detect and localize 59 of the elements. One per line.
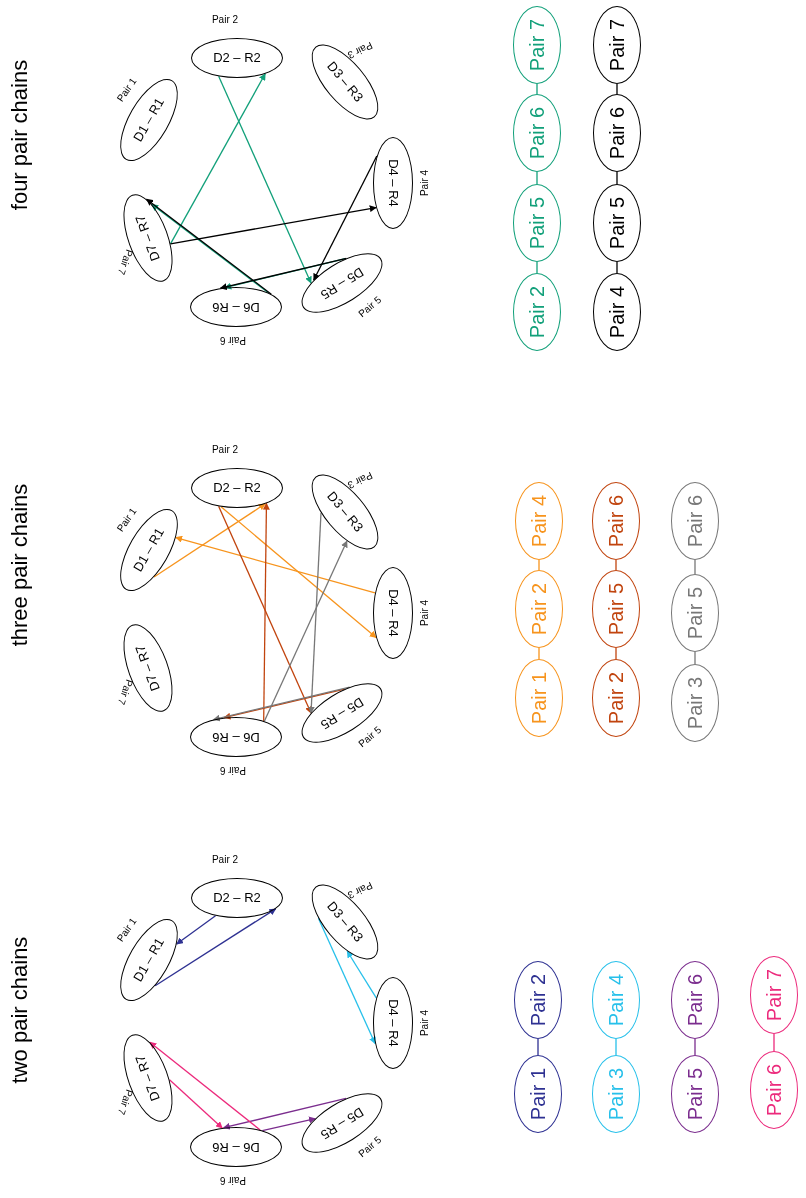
connector-line [615,1038,617,1056]
connector-line [536,83,538,95]
pair-label: Pair 4 [420,1009,430,1037]
pair-label: Pair 3 [346,879,374,901]
connector-line [538,559,540,571]
pair-label: Pair 6 [219,335,247,345]
connector-line [537,1038,539,1056]
arrow [149,1041,261,1131]
arrow [175,535,376,594]
panel-title: three pair chains [9,483,31,647]
connector-line [536,171,538,185]
arrow [261,1116,316,1132]
pair-label: Pair 1 [115,76,139,104]
arrow [262,502,270,722]
pair-label: Pair 3 [346,39,374,61]
pair-label: Pair 4 [420,599,430,627]
connector-line [615,559,617,571]
connector-line [694,1038,696,1056]
connector-line [616,83,618,95]
arrow [223,688,346,720]
pair-label: Pair 5 [356,294,384,320]
arrow [176,915,217,945]
arrow [346,950,377,999]
pair-label: Pair 5 [356,724,384,750]
connector-line [694,559,696,575]
pair-label: Pair 1 [115,916,139,944]
connector-line [616,261,618,274]
pair-label: Pair 2 [211,855,239,865]
pair-label: Pair 6 [219,765,247,775]
connector-line [538,647,540,660]
pair-label: Pair 2 [211,445,239,455]
pair-label: Pair 5 [356,1134,384,1160]
panel-title: four pair chains [9,59,31,211]
arrow [307,512,322,714]
connector-line [615,647,617,660]
pair-label: Pair 2 [211,15,239,25]
arrow [154,908,277,987]
pair-label: Pair 7 [115,678,135,706]
pair-label: Pair 3 [346,469,374,491]
pair-label: Pair 1 [115,506,139,534]
pair-label: Pair 4 [420,169,430,197]
pair-label: Pair 7 [115,248,135,276]
pair-label: Pair 6 [219,1175,247,1185]
pair-label: Pair 7 [115,1088,135,1116]
panel-title: two pair chains [9,936,31,1084]
connector-line [616,171,618,185]
arrow [313,155,378,281]
arrow [169,205,377,245]
arrow [218,75,312,284]
arrow [263,540,348,722]
connector-line [536,261,538,274]
arrow [220,506,377,639]
connector-line [773,1033,775,1052]
connector-line [694,651,696,665]
arrow [169,73,266,245]
arrow [218,505,312,714]
arrow [222,1097,347,1130]
arrow [168,1079,223,1129]
arrow [153,503,266,578]
